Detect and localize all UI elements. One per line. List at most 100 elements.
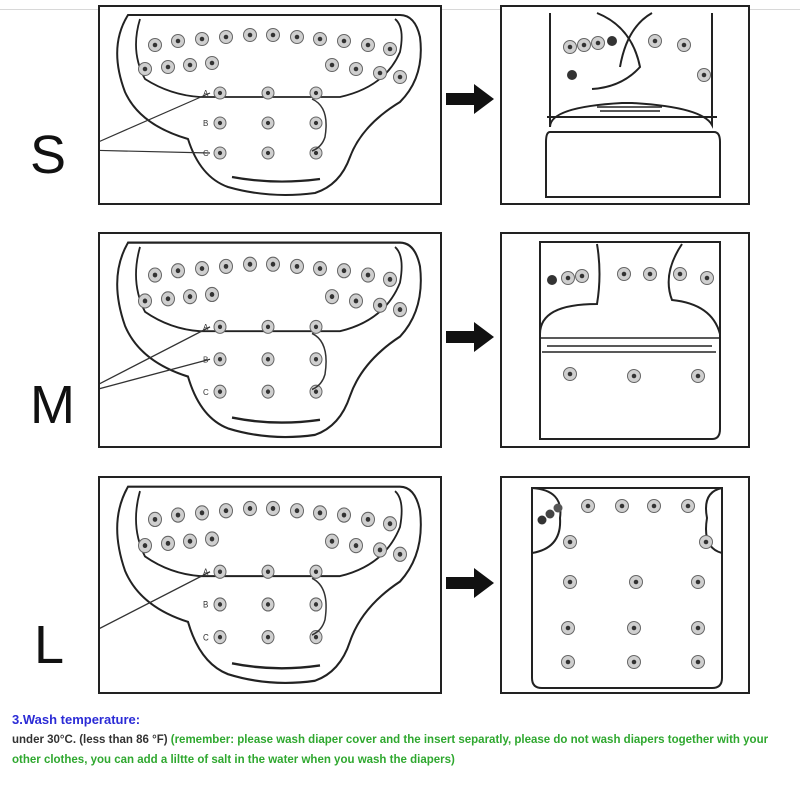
snap-button-icon xyxy=(325,533,339,549)
snap-button-icon xyxy=(691,575,705,589)
svg-text:A: A xyxy=(203,567,209,577)
diaper-folded-diagram-m xyxy=(500,232,750,448)
snap-button-icon xyxy=(561,621,575,635)
snap-button-icon xyxy=(337,263,351,279)
snap-button-icon xyxy=(349,62,363,76)
right-arrow-icon xyxy=(446,568,494,598)
snap-button-icon xyxy=(361,511,375,528)
snap-button-icon xyxy=(261,564,275,579)
wash-instructions: 3.Wash temperature: under 30°C. (less th… xyxy=(12,710,792,770)
snap-button-icon xyxy=(383,42,397,56)
snap-button-icon xyxy=(205,56,219,70)
snap-button-icon xyxy=(219,30,233,44)
svg-text:A: A xyxy=(203,322,209,332)
snap-button-icon xyxy=(373,542,387,558)
wash-heading: 3.Wash temperature: xyxy=(12,712,141,727)
snap-button-icon xyxy=(213,146,227,160)
snap-button-icon xyxy=(383,271,397,287)
snap-button-icon xyxy=(261,146,275,160)
snap-group xyxy=(563,34,711,82)
snap-button-icon xyxy=(261,319,275,334)
snap-button-icon xyxy=(691,621,705,635)
snap-button-icon xyxy=(393,70,407,84)
snap-button-icon xyxy=(615,499,629,513)
snap-button-icon xyxy=(195,261,209,277)
snap-button-icon xyxy=(691,369,705,383)
snap-button-icon xyxy=(148,511,162,528)
snap-button-icon xyxy=(290,258,304,274)
snap-button-icon xyxy=(627,655,641,669)
snap-button-icon xyxy=(337,507,351,523)
snap-button-icon xyxy=(325,289,339,305)
snap-button-icon xyxy=(627,621,641,635)
snap-button-icon xyxy=(313,32,327,46)
diaper-folded-diagram-l xyxy=(500,476,750,694)
snap-button-icon xyxy=(563,575,577,589)
snap-button-icon xyxy=(219,503,233,519)
snap-button-icon xyxy=(243,500,257,517)
snap-button-icon xyxy=(313,505,327,521)
snap-button-icon xyxy=(563,535,577,549)
snap-button-icon xyxy=(337,34,351,48)
snap-button-icon xyxy=(648,34,662,48)
snap-button-icon xyxy=(213,384,227,399)
snap-button-icon xyxy=(183,289,197,305)
svg-text:C: C xyxy=(203,387,209,397)
snap-button-icon xyxy=(266,28,280,42)
snap-button-icon xyxy=(161,535,175,552)
snap-button-icon xyxy=(161,60,175,74)
size-label-l: L xyxy=(34,615,65,675)
snap-button-icon xyxy=(325,58,339,72)
snap-button-icon xyxy=(243,28,257,42)
right-arrow-icon xyxy=(446,84,494,114)
snap-button-icon xyxy=(361,38,375,52)
snap-button-icon xyxy=(563,367,577,381)
snap-button-icon xyxy=(617,267,631,281)
snap-button-icon xyxy=(697,68,711,82)
snap-button-icon xyxy=(361,267,375,283)
snap-button-icon xyxy=(171,507,185,523)
snap-button-icon xyxy=(261,630,275,645)
snap-button-icon xyxy=(691,655,705,669)
snap-button-icon xyxy=(673,267,687,281)
snap-button-icon xyxy=(677,38,691,52)
snap-button-icon xyxy=(161,291,175,307)
snap-button-icon xyxy=(261,384,275,399)
snap-button-icon xyxy=(681,499,695,513)
snap-button-icon xyxy=(309,116,323,130)
snap-button-icon xyxy=(577,38,591,52)
size-label-s: S xyxy=(30,125,67,185)
snap-button-icon xyxy=(195,32,209,46)
snap-button-icon xyxy=(148,267,162,283)
snap-button-icon xyxy=(309,564,323,579)
snap-button-icon xyxy=(219,258,233,274)
snap-button-icon xyxy=(266,256,280,272)
snap-button-icon xyxy=(205,531,219,547)
snap-button-icon xyxy=(373,297,387,313)
snap-button-icon xyxy=(575,269,589,283)
snap-button-icon xyxy=(171,263,185,279)
snap-button-icon xyxy=(261,597,275,612)
svg-text:C: C xyxy=(203,632,209,642)
snap-button-icon xyxy=(309,319,323,334)
svg-text:A: A xyxy=(203,89,209,98)
snap-button-icon xyxy=(138,62,152,76)
snap-button-icon xyxy=(195,505,209,521)
snap-button-icon xyxy=(148,38,162,52)
snap-button-icon xyxy=(213,352,227,367)
snap-button-icon xyxy=(581,499,595,513)
snap-button-icon xyxy=(213,630,227,645)
snap-button-icon xyxy=(561,655,575,669)
snap-button-icon xyxy=(261,116,275,130)
snap-button-icon xyxy=(373,66,387,80)
snap-button-icon xyxy=(309,86,323,100)
snap-button-icon xyxy=(349,293,363,309)
snap-button-icon xyxy=(290,503,304,519)
snap-button-icon xyxy=(627,369,641,383)
snap-button-icon xyxy=(213,116,227,130)
snap-button-icon xyxy=(261,352,275,367)
snap-button-icon xyxy=(205,286,219,303)
